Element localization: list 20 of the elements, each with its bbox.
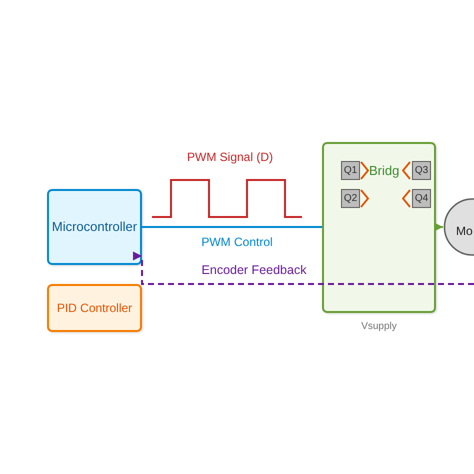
node-label: Bridg <box>369 163 400 178</box>
node-label: Q3 <box>414 164 428 176</box>
component-box <box>341 189 360 208</box>
signal-title: PWM Signal (D) <box>187 150 273 165</box>
node-label: Mo <box>456 224 473 238</box>
node-label: Q2 <box>344 192 358 204</box>
component-box <box>412 161 431 180</box>
node-label: Microcontroller <box>52 219 138 235</box>
node-label: Q1 <box>344 164 358 176</box>
bridge-box <box>322 142 436 313</box>
component-box <box>341 161 360 180</box>
edge-label: PWM Control <box>201 235 273 250</box>
connector-line <box>142 226 322 228</box>
arrow <box>434 222 443 232</box>
process-box <box>47 284 142 332</box>
node-label: Q4 <box>414 192 428 204</box>
component-box <box>412 189 431 208</box>
caption-text: Vsupply <box>360 320 398 333</box>
process-box <box>47 189 142 265</box>
node-label: PID Controller <box>56 300 132 316</box>
